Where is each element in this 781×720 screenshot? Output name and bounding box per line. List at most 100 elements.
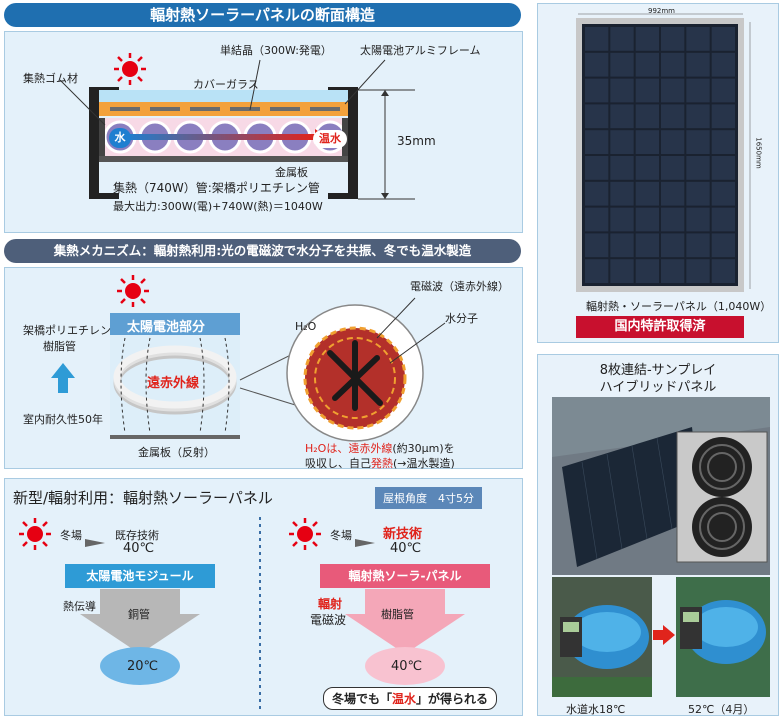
pipe-note-label: 集熱（740W）管:架橋ポリエチレン管 [113, 181, 320, 195]
cover-glass-label: カバーガラス [193, 78, 259, 91]
mechanism-caption-line2: 吸収し、自己発熱(→温水製造) [305, 455, 455, 471]
caption-hot-water: (→温水製造) [393, 457, 455, 470]
solar-cell [686, 181, 710, 206]
left-temp-out: 20℃ [127, 659, 159, 674]
cover-glass-layer [99, 90, 348, 102]
solar-cell [711, 233, 735, 258]
resin-pipe-arrow [345, 589, 465, 654]
solar-cell [585, 156, 609, 180]
roof-angle-badge: 屋根角度 4寸5分 [375, 487, 482, 509]
solar-cell [610, 52, 634, 77]
solar-cell [635, 52, 659, 77]
hot-water-photo [676, 577, 770, 697]
solar-cell [686, 156, 710, 180]
solar-cell [585, 233, 609, 258]
solar-cell [585, 52, 609, 77]
solar-cell [610, 207, 634, 232]
sun-icon [114, 53, 146, 85]
solar-cell [711, 156, 735, 180]
right-season-label: 冬場 [330, 529, 352, 542]
tap-water-label: 水道水18℃ [566, 703, 626, 716]
pipe-material-label-2: 樹脂管 [43, 340, 76, 353]
caption-far-infrared: 遠赤外線 [348, 442, 393, 455]
patent-badge: 国内特許取得済 [576, 316, 744, 338]
comparison-panel: 新型/輻射利用：輻射熱ソーラーパネル 屋根角度 4寸5分 [4, 478, 523, 716]
solar-cell [711, 52, 735, 77]
solar-cell [585, 78, 609, 103]
solar-part-label: 太陽電池部分 [127, 320, 206, 335]
cross-section-title-bar: 輻射熱ソーラーパネルの断面構造 [4, 3, 521, 27]
solar-module-box: 太陽電池モジュール [65, 564, 215, 588]
solar-cell [635, 233, 659, 258]
comparison-title: 新型/輻射利用：輻射熱ソーラーパネル [13, 489, 273, 507]
left-temp-in: 40℃ [123, 541, 155, 556]
solar-cell [686, 104, 710, 129]
panel-height-label: 1650mm [754, 137, 763, 169]
solar-cell [635, 259, 659, 283]
solar-cell [635, 27, 659, 51]
solar-cell [585, 181, 609, 206]
solar-cell [711, 78, 735, 103]
solar-cell [661, 259, 685, 283]
solar-cell [661, 233, 685, 258]
solar-cell [661, 207, 685, 232]
h2o-label: H₂O [295, 320, 317, 333]
sun-icon [289, 518, 321, 550]
heat-conduction-label: 熱伝導 [63, 600, 96, 613]
solar-cell [635, 156, 659, 180]
metal-plate-label: 金属板 [275, 166, 308, 179]
solar-cell [610, 130, 634, 154]
radiation-label-1: 輻射 [318, 597, 343, 611]
resin-pipe-label: 樹脂管 [381, 608, 414, 621]
hot-water-outlet-badge: 温水 [313, 130, 347, 148]
aluminum-frame-label: 太陽電池アルミフレーム [360, 44, 481, 57]
right-temp-out: 40℃ [391, 659, 423, 674]
height-label: 35mm [397, 134, 436, 148]
solar-cell [635, 104, 659, 129]
caption-h2o: H₂Oは、 [305, 442, 349, 455]
solar-cell [635, 130, 659, 154]
caption-wavelength: (約30µm)を [392, 442, 455, 455]
solar-cell [610, 233, 634, 258]
durability-up-arrow [51, 363, 75, 393]
warm-result-ellipse [365, 647, 445, 685]
cross-section-title: 輻射熱ソーラーパネルの断面構造 [150, 6, 375, 24]
result-prefix: 冬場でも「 [332, 692, 393, 706]
heat-rubber-label: 集熱ゴム材 [23, 72, 78, 85]
solar-cell [610, 156, 634, 180]
mono-crystal-layer [99, 102, 348, 116]
solar-cell [686, 233, 710, 258]
cell-stripes [110, 107, 340, 111]
solar-cell [610, 78, 634, 103]
right-temp-in: 40℃ [390, 541, 422, 556]
solar-cell [686, 52, 710, 77]
mono-crystal-label: 単結晶（300W:発電） [220, 44, 332, 57]
right-tech-label: 新技術 [383, 527, 423, 542]
panel-caption: 輻射熱・ソーラーパネル（1,040W） [586, 300, 772, 313]
sun-icon [19, 518, 51, 550]
rooftop-array-photo [552, 397, 770, 575]
solar-cell [661, 130, 685, 154]
sun-icon [117, 275, 149, 307]
radiation-label-2: 電磁波 [310, 613, 347, 627]
comparison-diagram [19, 517, 465, 709]
caption-heat: 発熱 [371, 457, 393, 470]
result-temp-label: 52℃（4月） [688, 703, 755, 716]
mechanism-panel: 架橋ポリエチレン 樹脂管 室内耐久性50年 太陽電池部分 遠赤外線 金属板（反射… [4, 267, 523, 471]
panel-photo-box: 992mm 1650mm 輻射熱・ソーラーパネル（1,040W） 国内特許取得済 [537, 3, 779, 343]
solar-cell [585, 104, 609, 129]
solar-cell [686, 259, 710, 283]
solar-cell [585, 130, 609, 154]
flow-arrow [125, 134, 315, 140]
mechanism-caption-line1: H₂Oは、遠赤外線(約30µm)を [305, 440, 455, 456]
cross-section-panel: 単結晶（300W:発電） 太陽電池アルミフレーム 集熱ゴム材 カバーガラス 水 … [4, 31, 523, 233]
solar-cell [711, 207, 735, 232]
left-tech-label: 既存技術 [115, 529, 159, 542]
metal-reflect-label: 金属板（反射） [138, 446, 215, 459]
solar-cell [635, 181, 659, 206]
solar-cell [610, 259, 634, 283]
solar-cell [686, 207, 710, 232]
sample-box: 8枚連結-サンプレイ ハイブリッドパネル [537, 354, 779, 716]
solar-cell [610, 181, 634, 206]
cross-section-diagram [59, 53, 415, 200]
